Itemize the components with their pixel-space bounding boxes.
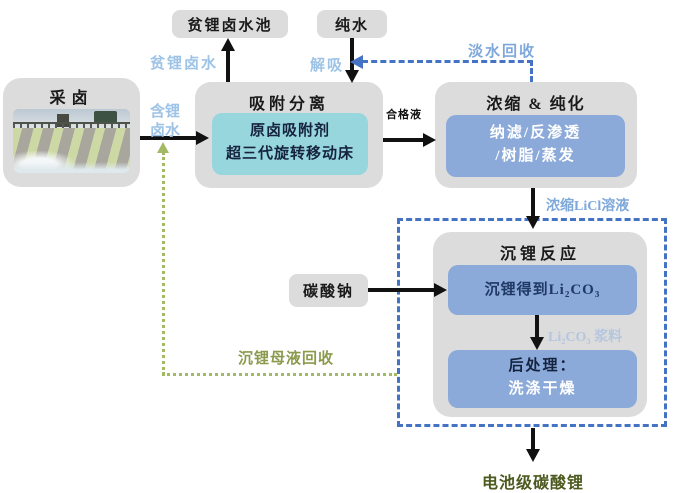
lithium-brine-flow-label: 含锂 卤水 — [144, 103, 186, 141]
photo-bridge — [13, 122, 130, 128]
precipitation-node: 沉锂反应 沉锂得到Li₂CO₃ 后处理： 洗涤干燥 — [433, 232, 647, 417]
post-treatment-line2: 洗涤干燥 — [508, 381, 577, 398]
precipitation-title: 沉锂反应 — [499, 246, 580, 263]
brine-collection-photo — [13, 109, 130, 173]
brine-collection-title: 采卤 — [49, 90, 94, 107]
arrow-qualified-liquid-line — [383, 138, 424, 142]
lithium-brine-line1: 含锂 — [149, 104, 180, 120]
mother-liquor-recycle-head-icon — [157, 142, 169, 153]
arrow-soda-ash-head-icon — [434, 283, 447, 297]
mother-liquor-recovery-label: 沉锂母液回收 — [238, 351, 335, 367]
post-treatment-line1: 后处理： — [508, 358, 577, 374]
mother-liquor-recycle-line — [162, 373, 397, 376]
fresh-water-recycle-head-icon — [350, 55, 363, 69]
brine-collection-node: 采卤 — [3, 78, 140, 187]
concentration-title: 浓缩 & 纯化 — [486, 96, 586, 113]
adsorbent-unit: 原卤吸附剂 超三代旋转移动床 — [212, 113, 368, 175]
arrow-brine-feed-line — [140, 136, 197, 140]
lean-brine-pool-node: 贫锂卤水池 — [172, 10, 288, 38]
adsorbent-unit-line1: 原卤吸附剂 — [249, 123, 330, 139]
fresh-water-recycle-drop — [530, 60, 533, 82]
soda-ash-node: 碳酸钠 — [289, 274, 368, 307]
arrow-qualified-liquid-head-icon — [423, 133, 436, 147]
fresh-water-recycle-line — [362, 60, 533, 63]
post-treatment-unit: 后处理： 洗涤干燥 — [448, 350, 637, 408]
lean-brine-flow-label: 贫锂卤水 — [150, 56, 219, 72]
pure-water-label: 纯水 — [334, 17, 369, 34]
li2co3-slurry-label: Li₂CO₃ 浆料 — [548, 330, 623, 345]
pure-water-node: 纯水 — [317, 10, 387, 38]
concentration-purification-node: 浓缩 & 纯化 纳滤/反渗透 /树脂/蒸发 — [435, 82, 637, 188]
fresh-water-recovery-label: 淡水回收 — [468, 44, 537, 60]
soda-ash-label: 碳酸钠 — [302, 284, 354, 300]
photo-truck — [94, 111, 117, 123]
adsorption-title: 吸附分离 — [248, 96, 329, 113]
photo-water — [13, 162, 130, 173]
arrow-brine-feed-head-icon — [196, 131, 209, 145]
membrane-unit: 纳滤/反渗透 /树脂/蒸发 — [446, 115, 625, 177]
arrow-product-head-icon — [526, 449, 540, 462]
arrow-lean-brine-line — [226, 50, 230, 82]
arrow-product-line — [531, 428, 535, 450]
arrow-licl-solution-head-icon — [526, 216, 540, 229]
lithium-brine-line2: 卤水 — [149, 123, 180, 139]
arrow-lean-brine-head-icon — [221, 38, 235, 51]
product-label: 电池级碳酸锂 — [481, 475, 584, 492]
arrow-licl-solution-line — [531, 188, 535, 217]
arrow-desorption-water-head-icon — [345, 70, 359, 83]
arrow-slurry-line — [535, 315, 539, 338]
adsorbent-unit-line2: 超三代旋转移动床 — [225, 145, 354, 162]
arrow-soda-ash-line — [368, 288, 435, 292]
arrow-slurry-head-icon — [530, 337, 544, 350]
mother-liquor-recycle-riser — [162, 152, 165, 375]
arrow-desorption-water-line — [350, 38, 354, 71]
adsorption-separation-node: 吸附分离 原卤吸附剂 超三代旋转移动床 — [195, 82, 383, 188]
membrane-unit-line2: /树脂/蒸发 — [495, 147, 576, 164]
concentrated-licl-label: 浓缩LiCl溶液 — [546, 199, 630, 214]
desorption-flow-label: 解吸 — [310, 58, 345, 74]
precipitation-step1-unit: 沉锂得到Li₂CO₃ — [448, 265, 637, 315]
qualified-liquid-label: 合格液 — [386, 109, 422, 121]
membrane-unit-line1: 纳滤/反渗透 — [489, 125, 582, 141]
lean-brine-pool-label: 贫锂卤水池 — [187, 17, 273, 34]
